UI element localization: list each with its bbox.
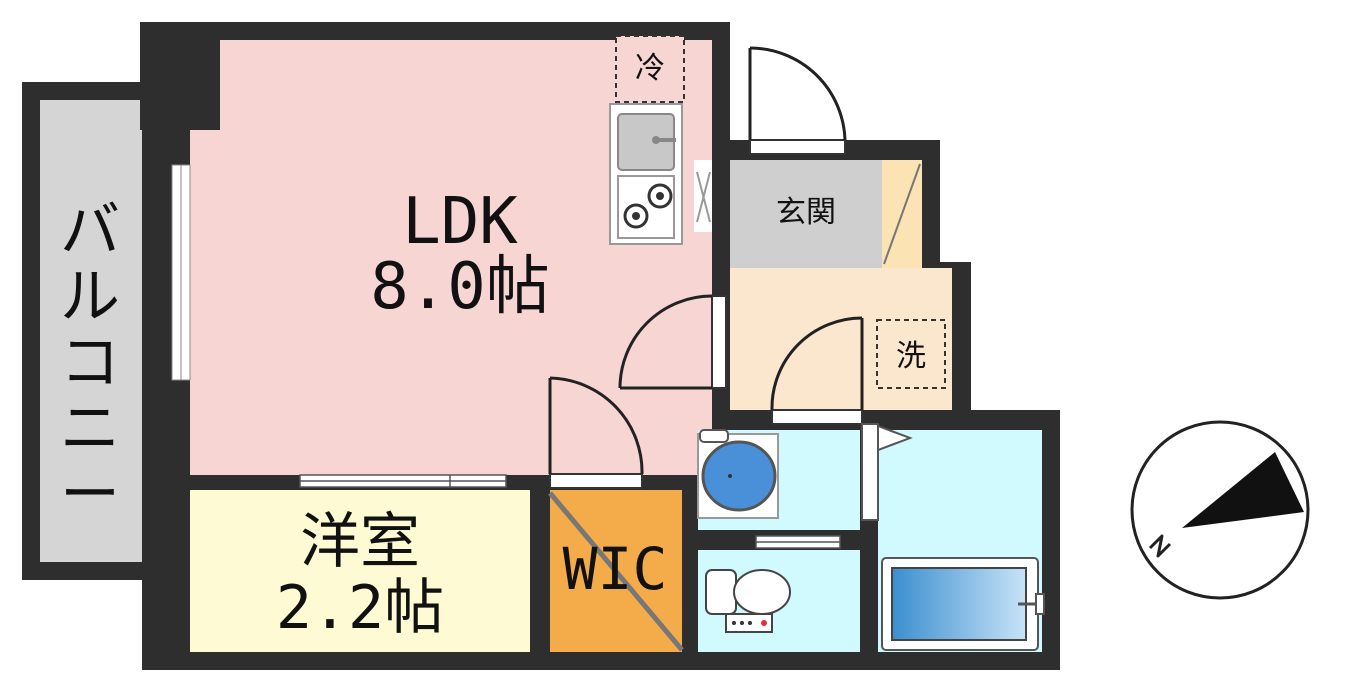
balcony-char: ル (60, 262, 120, 332)
ldk-size: 8.0帖 (370, 250, 550, 324)
fridge-space (615, 35, 685, 103)
bathtub-icon (881, 557, 1045, 651)
balcony-char: ニ (60, 394, 120, 464)
fridge-label: 冷 (635, 51, 665, 86)
ldk-floor (190, 40, 712, 475)
washing-machine-space (876, 319, 946, 389)
washing-machine-label: 洗 (896, 339, 926, 374)
bathroom-door (861, 423, 913, 521)
western-room-floor (190, 490, 530, 652)
balcony-char: コ (60, 328, 120, 398)
balcony-char: ー (60, 460, 120, 530)
shoe-box (882, 160, 922, 268)
entrance-floor (730, 160, 882, 268)
passage-cross (696, 171, 711, 223)
ldk-door (618, 294, 727, 390)
wic-door (548, 376, 644, 489)
compass-icon (1130, 420, 1310, 600)
wic-label: WIC (562, 535, 668, 603)
sink-icon (617, 113, 676, 171)
balcony (22, 82, 145, 580)
stove-icon (617, 175, 675, 239)
western-room-size: 2.2帖 (275, 573, 445, 643)
washbasin-icon (697, 429, 779, 519)
entrance-label: 玄関 (776, 195, 836, 230)
wic-floor (548, 490, 684, 652)
entrance-door (748, 46, 847, 155)
toilet-icon (705, 569, 791, 633)
toilet-door (755, 535, 841, 549)
balcony-char: バ (60, 196, 120, 266)
western-room-sliding-door (299, 474, 507, 488)
balcony-label: バ ル コ ニ ー (42, 198, 138, 528)
kitchen-counter (609, 103, 683, 245)
ldk-label: LDK (402, 185, 518, 259)
washroom-door (770, 316, 864, 425)
balcony-window (171, 164, 191, 381)
western-room-label: 洋室 (300, 507, 420, 577)
